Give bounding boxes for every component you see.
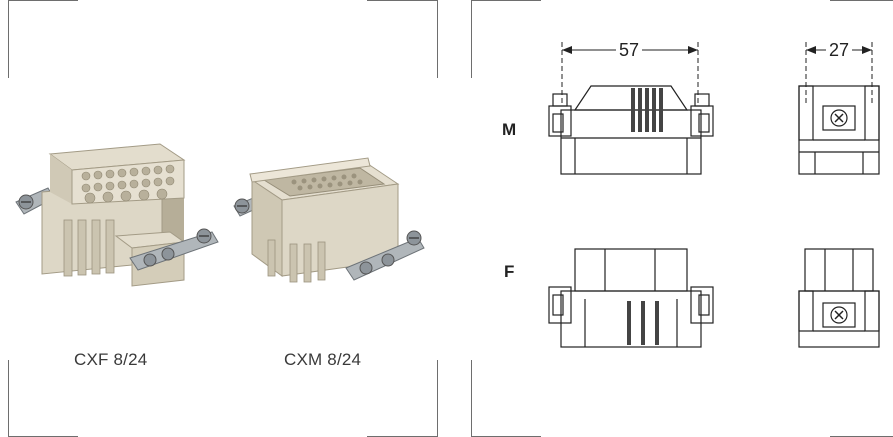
right-frame-top-left-v [471, 0, 472, 78]
female-connector-caption: CXF 8/24 [74, 350, 148, 369]
left-frame-bottom-right-v [437, 360, 438, 437]
right-frame-top-left-h [471, 0, 541, 1]
female-connector-image [15, 143, 219, 287]
right-frame-top-right-h [830, 0, 893, 1]
depth-dimension-value: 27 [826, 40, 853, 61]
left-frame-top-left-h [8, 0, 78, 1]
female-end-view-drawing [798, 248, 880, 348]
male-connector-image [233, 157, 425, 283]
row-label-female: F [504, 262, 515, 281]
male-side-view-drawing [548, 85, 714, 175]
female-side-view-drawing [548, 248, 714, 348]
left-frame-top-right-v [437, 0, 438, 78]
left-frame-bottom-left-v [8, 360, 9, 437]
left-frame-top-left-v [8, 0, 9, 78]
row-label-male: M [502, 120, 517, 139]
right-frame-bottom-left-v [471, 360, 472, 437]
left-frame-top-right-h [367, 0, 437, 1]
width-dimension-value: 57 [616, 40, 643, 61]
male-connector-caption: CXM 8/24 [284, 350, 362, 369]
male-end-view-drawing [798, 85, 880, 175]
